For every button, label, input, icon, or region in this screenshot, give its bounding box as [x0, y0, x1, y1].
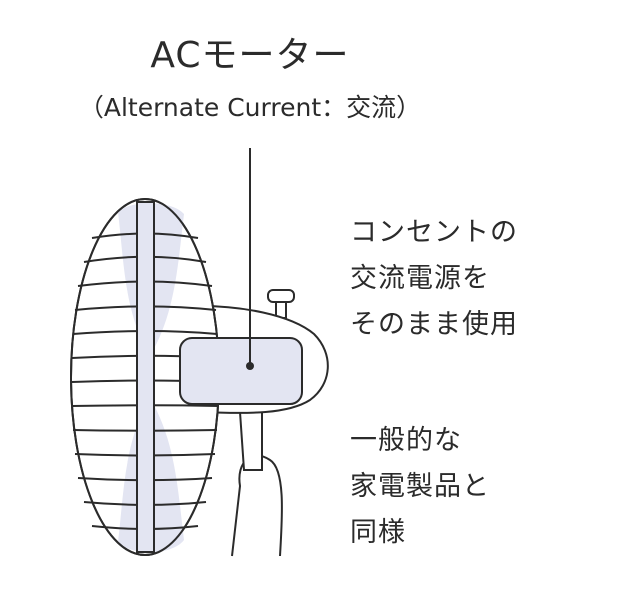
leader-dot — [246, 362, 254, 370]
note-power-line-1: コンセントの — [350, 217, 518, 248]
motor-knob — [267, 289, 295, 303]
note-common-line-3: 同様 — [350, 517, 406, 548]
note-power-line-3: そのまま使用 — [350, 309, 518, 340]
diagram-subtitle: （Alternate Current：交流） — [78, 93, 422, 122]
motor-box — [179, 337, 303, 405]
note-common-line-1: 一般的な — [350, 425, 462, 456]
diagram-title: ACモーター — [150, 35, 350, 76]
note-power-line-2: 交流電源を — [350, 263, 490, 294]
note-common-line-2: 家電製品と — [350, 471, 490, 502]
note-common-appliances: 一般的な 家電製品と 同様 — [350, 418, 490, 556]
fan-stand — [231, 454, 283, 557]
fan-neck — [238, 411, 263, 471]
fan-guard-center-band — [136, 201, 155, 553]
note-power-source: コンセントの 交流電源を そのまま使用 — [350, 210, 518, 348]
